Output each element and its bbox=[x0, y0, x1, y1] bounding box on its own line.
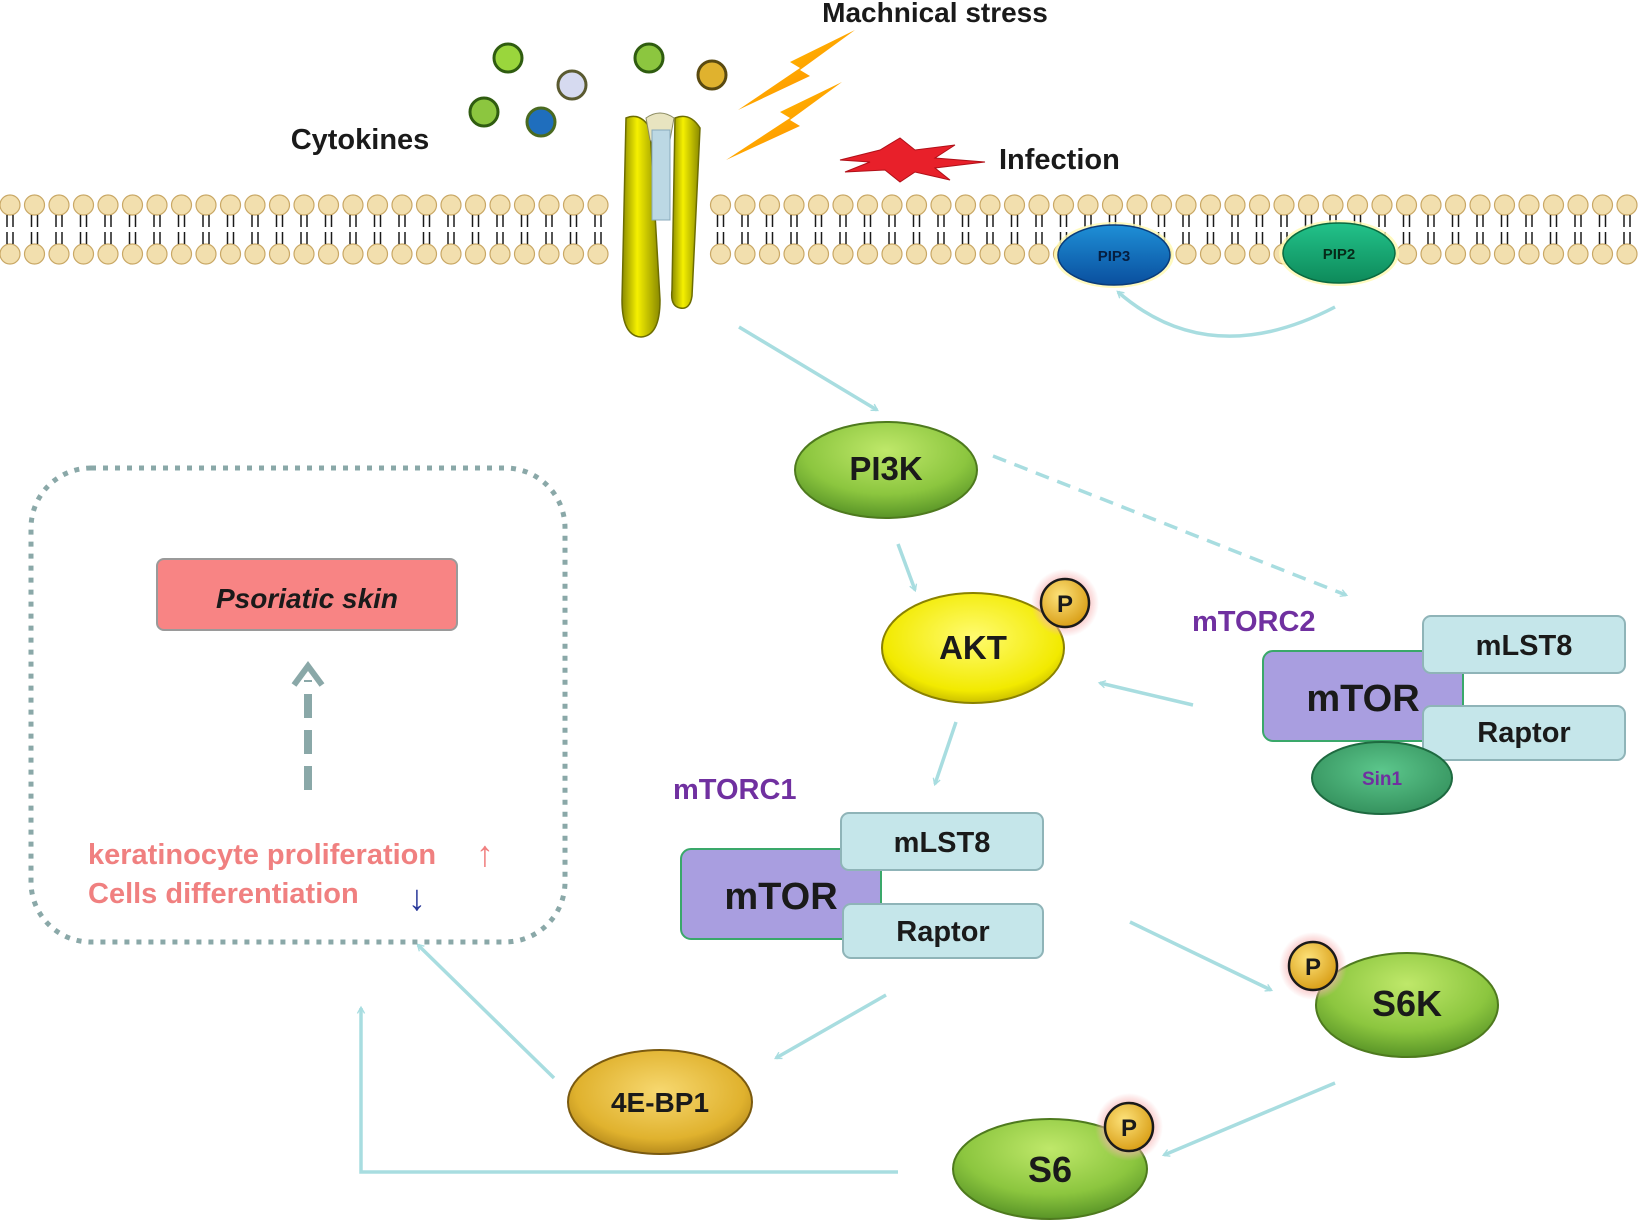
mechanical-stress-bolts bbox=[726, 30, 855, 160]
receptor-to-pi3k-arrow bbox=[738, 325, 879, 412]
keratinocyte-label: keratinocyte proliferation bbox=[88, 839, 436, 871]
mechanical-stress-label: Machnical stress bbox=[822, 0, 1048, 28]
mtorc1-complex: mTORC1 mTOR mLST8 Raptor bbox=[673, 774, 1044, 959]
mtorc2-to-akt-arrow bbox=[1097, 680, 1194, 707]
mtorc2-mtor-box bbox=[1262, 650, 1464, 742]
svg-text:mTOR: mTOR bbox=[1306, 678, 1419, 720]
svg-text:P: P bbox=[1057, 591, 1073, 618]
4ebp1-to-phenotype-arrow bbox=[416, 943, 556, 1080]
psoriatic-skin-label: Psoriatic skin bbox=[216, 583, 398, 614]
pathway-arrows bbox=[356, 290, 1349, 1174]
svg-text:mTOR: mTOR bbox=[724, 876, 837, 918]
svg-text:S6: S6 bbox=[1028, 1149, 1072, 1190]
infection-label: Infection bbox=[999, 144, 1120, 176]
pip3-node: PIP3 bbox=[1054, 222, 1174, 288]
pip2-node: PIP2 bbox=[1279, 220, 1399, 286]
svg-text:4E-BP1: 4E-BP1 bbox=[611, 1087, 709, 1118]
s6k-to-s6-arrow bbox=[1161, 1081, 1336, 1157]
mtorc2-complex: mTORC2 mTOR mLST8 Raptor Sin1 bbox=[1192, 606, 1626, 815]
cytokines-label: Cytokines bbox=[291, 124, 430, 156]
svg-text:Raptor: Raptor bbox=[896, 916, 989, 948]
psoriatic-skin-box bbox=[156, 558, 458, 631]
pip2-to-pip3-arrow bbox=[1116, 290, 1336, 338]
pi3k-node: PI3K bbox=[794, 421, 978, 519]
differentiation-down-arrow: ↓ bbox=[408, 877, 426, 918]
svg-text:S6K: S6K bbox=[1372, 983, 1442, 1024]
s6-phospho-badge: P bbox=[1095, 1093, 1163, 1161]
svg-text:Sin1: Sin1 bbox=[1362, 769, 1403, 790]
pi3k-to-mtorc2-arrow bbox=[992, 454, 1349, 598]
s6-to-phenotype-arrow bbox=[356, 1005, 898, 1174]
infection-star bbox=[839, 137, 986, 183]
pi3k-to-akt-arrow bbox=[896, 543, 918, 593]
svg-text:P: P bbox=[1121, 1115, 1137, 1142]
cytokine-molecules bbox=[468, 42, 728, 138]
mtorc2-raptor-box bbox=[1422, 705, 1626, 761]
s6k-node: S6K bbox=[1315, 952, 1499, 1058]
keratinocyte-up-arrow: ↑ bbox=[476, 833, 494, 874]
mtorc1-to-4ebp1-arrow bbox=[774, 993, 887, 1060]
mtorc2-mlst8-box bbox=[1422, 615, 1626, 674]
mtorc1-label: mTORC1 bbox=[673, 774, 797, 806]
sin1-node bbox=[1311, 741, 1453, 815]
akt-phospho-badge: P bbox=[1031, 569, 1099, 637]
differentiation-label: Cells differentiation bbox=[88, 878, 359, 910]
4ebp1-node: 4E-BP1 bbox=[567, 1049, 753, 1155]
mtorc1-raptor-box bbox=[842, 903, 1044, 959]
receptor bbox=[621, 112, 701, 338]
mtorc1-to-s6k-arrow bbox=[1129, 920, 1274, 992]
s6-node: S6 bbox=[952, 1118, 1148, 1220]
mtorc1-mtor-box bbox=[680, 848, 882, 940]
s6k-phospho-badge: P bbox=[1279, 932, 1347, 1000]
svg-text:P: P bbox=[1305, 954, 1321, 981]
mtorc2-label: mTORC2 bbox=[1192, 606, 1316, 638]
svg-text:PIP3: PIP3 bbox=[1098, 248, 1131, 265]
svg-text:AKT: AKT bbox=[939, 629, 1007, 666]
svg-text:PIP2: PIP2 bbox=[1323, 246, 1356, 263]
akt-to-mtorc1-arrow bbox=[932, 721, 958, 787]
phenotype-panel: Psoriatic skin keratinocyte proliferatio… bbox=[28, 465, 568, 945]
svg-text:Raptor: Raptor bbox=[1477, 717, 1570, 749]
mtorc1-mlst8-box bbox=[840, 812, 1044, 871]
akt-node: AKT bbox=[881, 592, 1065, 704]
svg-text:mLST8: mLST8 bbox=[894, 827, 991, 859]
svg-text:PI3K: PI3K bbox=[849, 450, 923, 487]
svg-text:mLST8: mLST8 bbox=[1476, 630, 1573, 662]
